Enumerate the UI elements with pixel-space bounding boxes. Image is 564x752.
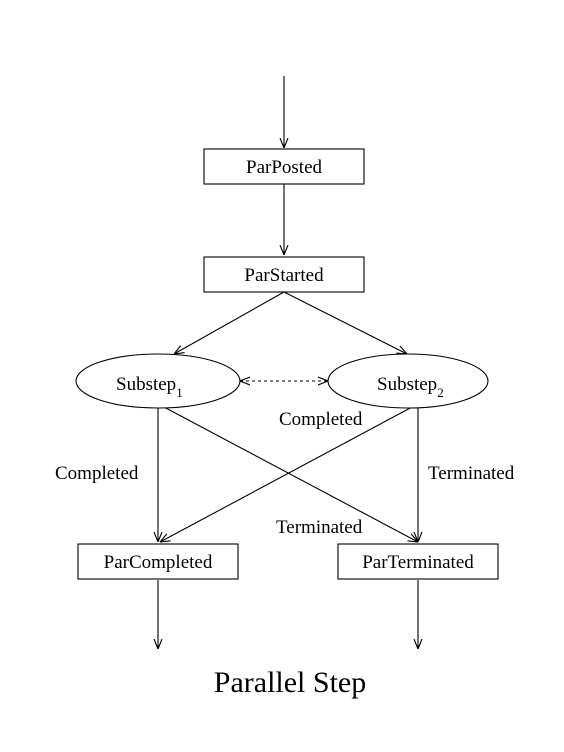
node-parstarted-label: ParStarted (244, 265, 324, 286)
edge-parstarted-to-substep1 (174, 291, 285, 354)
edge-substep1-terminated (161, 405, 418, 542)
edge-label-substep2-completed: Completed (279, 409, 363, 430)
node-parcompleted-label: ParCompleted (104, 552, 213, 573)
node-parposted-label: ParPosted (246, 157, 323, 178)
node-parposted: ParPosted (203, 148, 365, 185)
edge-parstarted-to-substep2 (283, 291, 407, 354)
node-parterminated: ParTerminated (337, 543, 499, 580)
edge-label-substep2-terminated: Terminated (428, 463, 515, 484)
edge-substep2-completed (160, 405, 415, 542)
edge-label-substep1-terminated: Terminated (276, 517, 363, 538)
node-substep2: Substep2 (327, 353, 489, 409)
node-substep1: Substep1 (75, 353, 241, 409)
node-parcompleted: ParCompleted (77, 543, 239, 580)
node-substep2-label: Substep2 (377, 374, 444, 400)
node-substep1-label: Substep1 (116, 374, 183, 400)
node-parstarted: ParStarted (203, 256, 365, 293)
node-parterminated-label: ParTerminated (362, 552, 474, 573)
edge-label-substep1-completed: Completed (55, 463, 139, 484)
diagram-title: Parallel Step (214, 666, 366, 699)
